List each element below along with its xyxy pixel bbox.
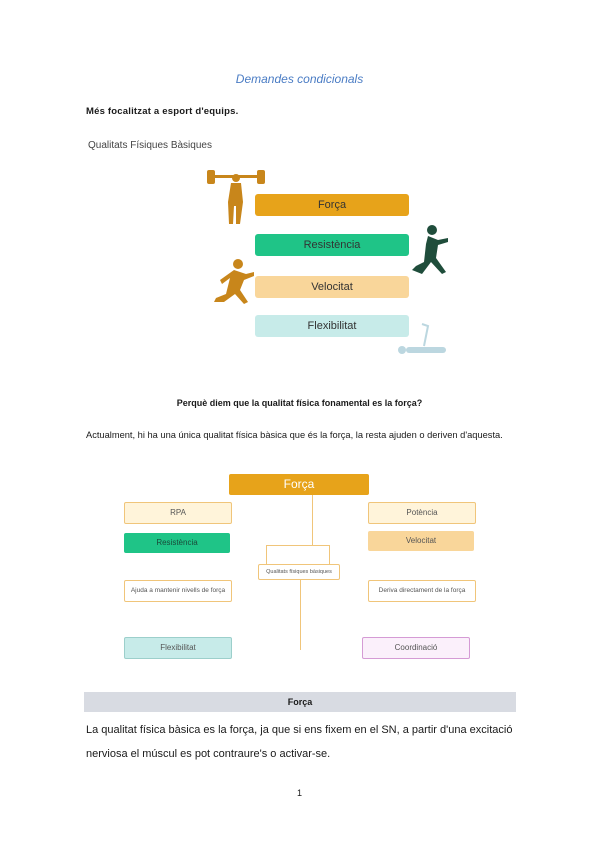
- diagram-center-label: Qualitats físiques bàsiques: [258, 564, 340, 580]
- diagram-left-note: Ajuda a mantenir nivells de força: [124, 580, 232, 602]
- subtitle: Més focalitzat a esport d'equips.: [86, 106, 239, 117]
- section-header: Força: [84, 692, 516, 712]
- sprinter-icon: [214, 259, 254, 304]
- velocitat-bar: Velocitat: [255, 276, 409, 298]
- diagram-right-note: Deriva directament de la força: [368, 580, 476, 602]
- diagram-left-rpa: RPA: [124, 502, 232, 524]
- diagram-right-velocitat: Velocitat: [368, 531, 474, 551]
- stretching-icon: [398, 323, 446, 354]
- diagram-right-potencia: Potència: [368, 502, 476, 524]
- document-title: Demandes condicionals: [235, 72, 364, 86]
- page-number: 1: [296, 788, 302, 798]
- weightlifter-icon: [207, 170, 265, 224]
- resistencia-bar: Resistència: [255, 234, 409, 256]
- intro-paragraph: Actualment, hi ha una única qualitat fís…: [86, 430, 503, 440]
- diagram-left-resistencia: Resistència: [124, 533, 230, 553]
- runner-icon: [412, 225, 448, 274]
- figure1-heading: Qualitats Físiques Bàsiques: [88, 140, 212, 151]
- flexibilitat-bar: Flexibilitat: [255, 315, 409, 337]
- diagram-left-flexibilitat: Flexibilitat: [124, 637, 232, 659]
- section-paragraph: La qualitat física bàsica es la força, j…: [86, 724, 513, 760]
- forca-bar: Força: [255, 194, 409, 216]
- question-heading: Perquè diem que la qualitat física fonam…: [176, 398, 423, 408]
- diagram-top-forca: Força: [229, 474, 369, 495]
- diagram-right-coordinacio: Coordinació: [362, 637, 470, 659]
